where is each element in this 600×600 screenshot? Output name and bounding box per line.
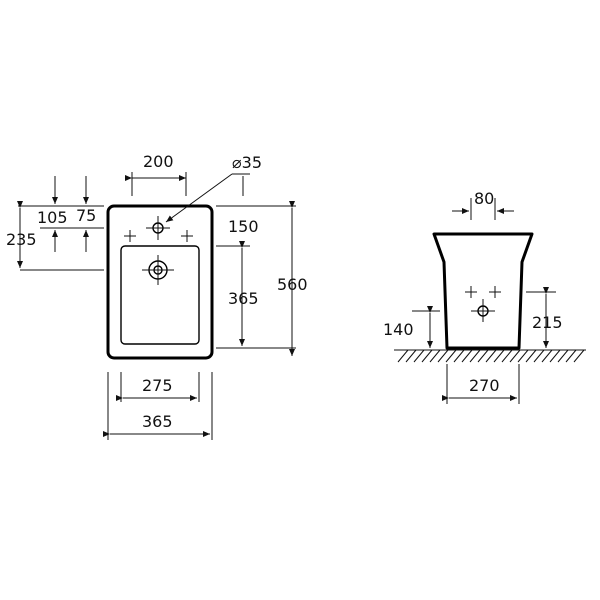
dim-105: 105 (37, 208, 68, 227)
tap-hole (146, 216, 170, 240)
dim-235: 235 (6, 230, 37, 249)
dim-365-height: 365 (228, 289, 259, 308)
fixing-hole-left (124, 230, 136, 242)
dim-75: 75 (76, 206, 96, 225)
bidet-outline (106, 204, 214, 360)
side-fixing-left (465, 286, 477, 298)
drain-hole (142, 255, 174, 285)
side-view: 80 140 215 270 (383, 189, 586, 404)
bowl-outline (120, 245, 200, 345)
dim-270: 270 (469, 376, 500, 395)
floor-hatch (394, 349, 586, 363)
side-fixing-right (489, 286, 501, 298)
dim-80: 80 (474, 189, 494, 208)
dim-215: 215 (532, 313, 563, 332)
dim-365-width: 365 (142, 412, 173, 431)
dim-diameter-35: ⌀35 (232, 153, 262, 172)
dim-150: 150 (228, 217, 259, 236)
front-view: 200 ⌀35 105 75 235 150 365 560 275 (6, 152, 308, 440)
dim-140: 140 (383, 320, 414, 339)
fixing-hole-right (181, 230, 193, 242)
dim-275: 275 (142, 376, 173, 395)
side-outlet-hole (471, 299, 495, 322)
dim-200: 200 (143, 152, 174, 171)
side-body-outline (432, 232, 534, 350)
dim-560: 560 (277, 275, 308, 294)
